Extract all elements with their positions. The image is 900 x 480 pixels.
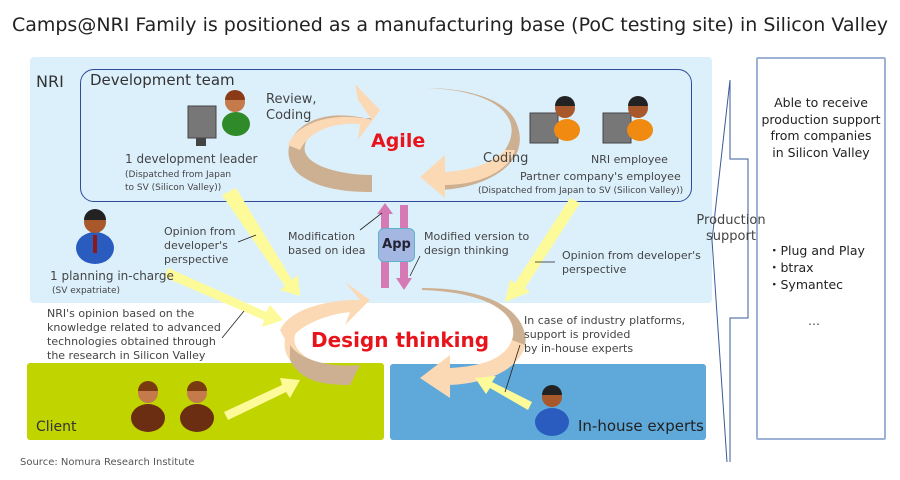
silicon-valley-companies-panel: [756, 57, 886, 440]
opinion-text: Opinion from: [164, 225, 236, 238]
diagram-title: Camps@NRI Family is positioned as a manu…: [11, 14, 889, 36]
heading-line: production support: [761, 111, 881, 127]
modified-text: design thinking: [424, 244, 509, 257]
modification-text: based on idea: [288, 244, 366, 257]
client-people-icon: [131, 381, 214, 432]
opinion-text: Opinion from developer's: [562, 249, 701, 262]
industry-text: by in-house experts: [524, 342, 634, 355]
inhouse-expert-icon: [535, 385, 569, 436]
review-label: Review,: [266, 92, 317, 107]
app-node: App: [378, 228, 415, 262]
nri-employee-label: NRI employee: [591, 153, 668, 166]
dev-opinion-arrow: [222, 188, 300, 296]
nri-opinion-text: technologies obtained through: [47, 335, 216, 348]
development-team-title: Development team: [90, 71, 235, 89]
development-leader-icon: [187, 90, 250, 146]
right-panel-heading: Able to receive production support from …: [756, 95, 886, 161]
nri-label: NRI: [36, 72, 64, 91]
partner-note: (Dispatched from Japan to SV (Silicon Va…: [478, 186, 684, 196]
production-support-label: support: [706, 229, 756, 244]
company-item: ・Plug and Play: [768, 243, 865, 258]
company-list: ・Plug and Play ・btrax ・Symantec: [768, 242, 865, 293]
partner-opinion-arrow: [505, 198, 580, 302]
heading-line: from companies: [770, 128, 872, 143]
design-thinking-cycle-arrows: [280, 282, 526, 398]
partner-employee-icon: [529, 96, 580, 144]
partner-label: Partner company's employee: [520, 170, 681, 183]
source-note: Source: Nomura Research Institute: [20, 457, 195, 468]
planning-note: (SV expatriate): [52, 286, 120, 296]
client-arrow: [224, 378, 300, 420]
client-label: Client: [36, 419, 77, 435]
opinion-arrows: [164, 188, 580, 420]
planning-person-icon: [76, 209, 114, 264]
modification-text: Modification: [288, 230, 356, 243]
heading-line: Able to receive: [774, 95, 868, 110]
coding-label: Coding: [266, 108, 312, 123]
heading-line: in Silicon Valley: [772, 144, 870, 160]
industry-text: In case of industry platforms,: [524, 314, 686, 327]
planning-opinion-arrow: [164, 268, 283, 327]
opinion-text: perspective: [562, 263, 627, 276]
agile-label: Agile: [371, 130, 426, 152]
planning-label: 1 planning in-charge: [50, 269, 174, 283]
modified-text: Modified version to: [424, 230, 530, 243]
nri-opinion-text: NRI's opinion based on the: [47, 307, 195, 320]
agile-cycle-arrows: [288, 84, 520, 198]
leader-note: (Dispatched from Japan: [125, 170, 232, 180]
nri-employee-icon: [602, 96, 653, 144]
opinion-text: developer's: [164, 239, 228, 252]
design-thinking-label: Design thinking: [311, 328, 490, 352]
inhouse-experts-label: In-house experts: [578, 417, 704, 435]
production-support-label: Production: [696, 213, 766, 228]
more-ellipsis: …: [808, 314, 820, 328]
industry-text: support is provided: [524, 328, 631, 341]
development-team-box: [80, 69, 692, 202]
inhouse-arrow: [475, 376, 532, 410]
production-support-bracket: [711, 79, 749, 463]
company-item: ・btrax: [768, 260, 814, 275]
leader-note: to SV (Silicon Valley)): [125, 183, 222, 193]
nri-opinion-text: the research in Silicon Valley: [47, 349, 206, 362]
nri-opinion-text: knowledge related to advanced: [47, 321, 221, 334]
coding-label: Coding: [483, 151, 529, 166]
opinion-text: perspective: [164, 253, 229, 266]
company-item: ・Symantec: [768, 277, 844, 292]
leader-label: 1 development leader: [125, 152, 258, 166]
